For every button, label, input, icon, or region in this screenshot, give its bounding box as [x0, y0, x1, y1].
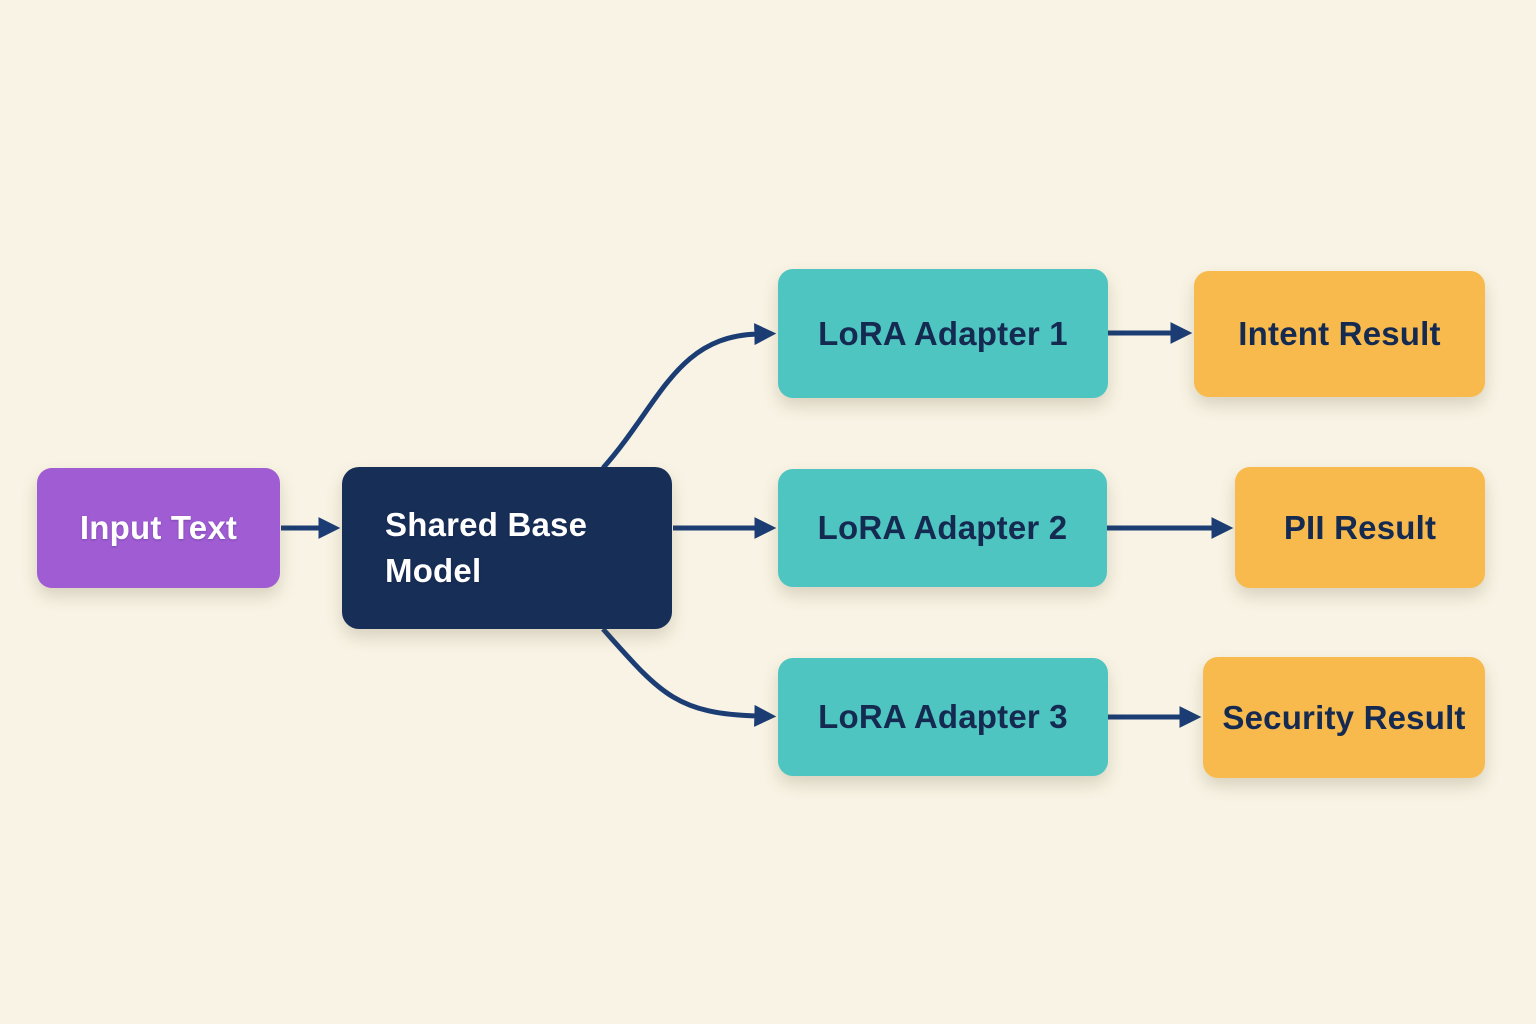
node-pii-result: PII Result: [1235, 467, 1485, 588]
node-shared-base-model: Shared Base Model: [342, 467, 672, 629]
node-lora-adapter-1: LoRA Adapter 1: [778, 269, 1108, 398]
edge-base-to-lora3: [601, 627, 777, 727]
node-label: Shared Base Model: [385, 506, 588, 589]
node-label: Security Result: [1222, 698, 1466, 736]
edge-base-to-lora1: [601, 323, 777, 470]
node-label: LoRA Adapter 2: [817, 509, 1068, 547]
node-label: LoRA Adapter 1: [818, 314, 1068, 352]
node-intent-result: Intent Result: [1194, 271, 1485, 397]
node-label: Intent Result: [1238, 315, 1441, 353]
node-label: Input Text: [79, 509, 238, 547]
node-label: PII Result: [1283, 508, 1437, 546]
node-security-result: Security Result: [1203, 657, 1485, 778]
node-lora-adapter-2: LoRA Adapter 2: [778, 469, 1107, 587]
node-label: LoRA Adapter 3: [818, 698, 1068, 736]
node-lora-adapter-3: LoRA Adapter 3: [778, 658, 1108, 776]
node-input-text: Input Text: [37, 468, 280, 588]
